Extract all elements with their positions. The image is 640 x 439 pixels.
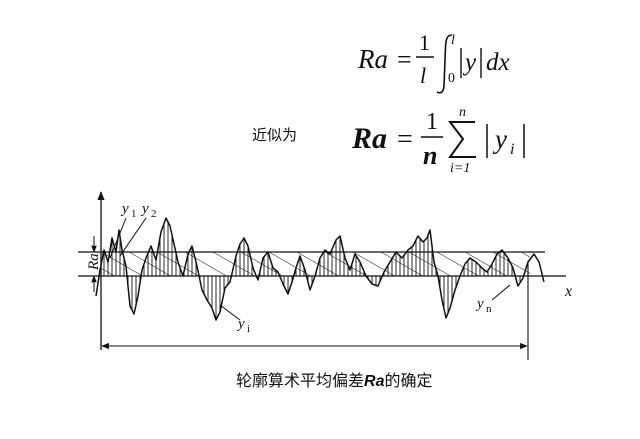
leader-y2 — [119, 217, 147, 257]
formula-exact-lower: 0 — [448, 71, 455, 86]
profile-curve — [95, 217, 545, 321]
formula-exact-denominator: l — [420, 63, 426, 88]
profile-figure: x Ra y 1 y 2 y i y n — [78, 191, 572, 360]
formula-exact-numerator: 1 — [419, 30, 430, 55]
x-axis-label: x — [564, 283, 572, 300]
formula-approx-y-sub: i — [510, 141, 514, 158]
formula-exact-upper: l — [451, 33, 455, 48]
formula-approx-denominator: n — [423, 141, 437, 170]
ra-dim-label: Ra — [86, 253, 102, 271]
formula-exact-lhs: Ra — [357, 44, 388, 74]
formula-approx-numerator: 1 — [426, 109, 438, 135]
label-y1-sub: 1 — [131, 208, 137, 220]
leader-yi — [219, 304, 241, 321]
caption-prefix: 轮廓算术平均偏差 — [236, 371, 364, 390]
formula-approx-sum-lower: i=1 — [450, 161, 470, 176]
formula-exact: Ra = 1 l l 0 y dx — [357, 30, 510, 94]
label-y2: y — [140, 201, 149, 217]
label-yi-sub: i — [247, 323, 250, 335]
caption-suffix: 的确定 — [384, 371, 432, 390]
formula-approx-sum-upper: n — [459, 105, 466, 120]
label-y1: y — [120, 201, 129, 217]
formula-exact-y: y — [462, 49, 477, 76]
approx-label: 近似为 — [252, 126, 297, 144]
label-yn: y — [475, 296, 484, 312]
integral-sign-icon — [436, 34, 453, 94]
caption-emph: Ra — [364, 373, 385, 390]
formula-approx: Ra = 1 n n i=1 y i — [351, 105, 525, 176]
formula-approx-lhs: Ra — [351, 122, 387, 155]
label-y2-sub: 2 — [151, 208, 157, 220]
formula-approx-equals: = — [397, 124, 413, 155]
leader-yn — [491, 284, 511, 301]
formula-exact-equals: = — [397, 45, 412, 74]
label-yn-sub: n — [486, 303, 492, 315]
caption: 轮廓算术平均偏差Ra的确定 — [236, 371, 432, 390]
sigma-sign-icon — [447, 121, 476, 158]
formula-exact-dx: dx — [486, 49, 510, 76]
profile-ordinates — [103, 222, 525, 320]
formula-approx-y: y — [492, 124, 507, 154]
label-yi: y — [236, 316, 245, 332]
leader-y1 — [109, 217, 127, 259]
